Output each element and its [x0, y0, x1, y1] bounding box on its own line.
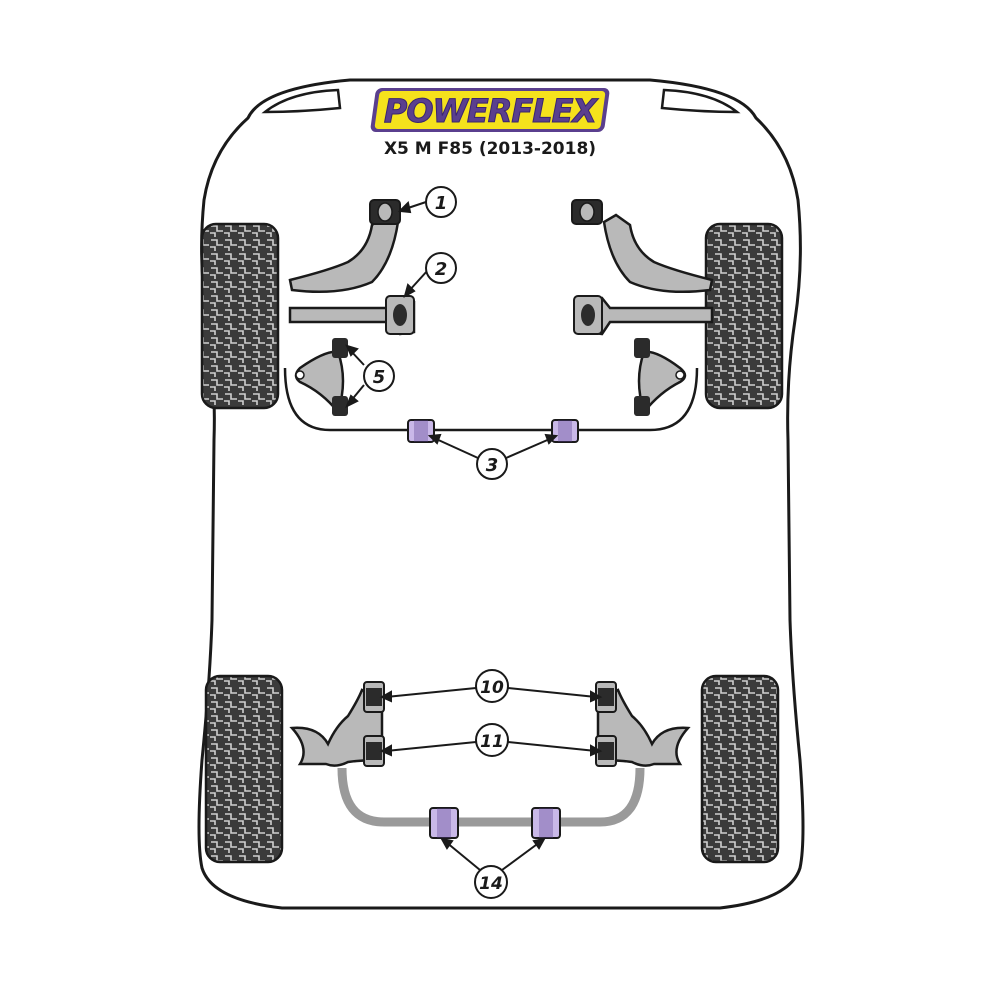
callout-3-label: 3: [486, 455, 499, 476]
leader-lines: [345, 201, 603, 871]
callout-11-label: 11: [480, 732, 504, 752]
tyre-tread-icon: [704, 222, 784, 410]
bush-icon: [634, 338, 650, 358]
front-anti-roll-bar: [283, 367, 699, 443]
callout-14-label: 14: [479, 874, 503, 894]
callout-1-label: 1: [435, 193, 448, 214]
bush-icon: [332, 396, 348, 416]
front-upper-arm-left: [288, 199, 401, 294]
callout-2-label: 2: [435, 259, 448, 280]
callout-3: 3: [476, 448, 508, 480]
bush-icon: [551, 419, 579, 443]
brand-logo: POWERFLEX: [370, 88, 610, 132]
mirror-left: [261, 88, 342, 114]
bush-icon: [332, 338, 348, 358]
callout-14: 14: [474, 865, 508, 899]
rear-arm-right: [595, 681, 691, 767]
callout-2: 2: [425, 252, 457, 284]
tyre-tread-icon: [204, 674, 284, 864]
tyre-tread-icon: [200, 222, 280, 410]
front-lower-link-right: [573, 295, 714, 336]
bush-icon: [407, 419, 435, 443]
bush-icon: [634, 396, 650, 416]
callout-11: 11: [475, 723, 509, 757]
model-title: X5 M F85 (2013-2018): [384, 139, 596, 159]
front-wishbone-left: [294, 338, 348, 416]
bush-icon: [429, 807, 459, 839]
callout-10-label: 10: [480, 678, 504, 698]
mirror-right: [660, 88, 741, 114]
callout-1: 1: [425, 186, 457, 218]
rear-anti-roll-bar: [337, 767, 645, 839]
front-lower-link-left: [288, 295, 416, 336]
brand-name: POWERFLEX: [384, 92, 599, 130]
bush-icon: [531, 807, 561, 839]
tyre-tread-icon: [700, 674, 780, 864]
callout-5-label: 5: [373, 367, 386, 388]
front-upper-arm-right: [571, 199, 714, 294]
callout-10: 10: [475, 669, 509, 703]
front-wishbone-right: [634, 338, 687, 416]
callout-5: 5: [363, 360, 395, 392]
tyres: [200, 222, 784, 864]
rear-arm-left: [289, 681, 385, 767]
